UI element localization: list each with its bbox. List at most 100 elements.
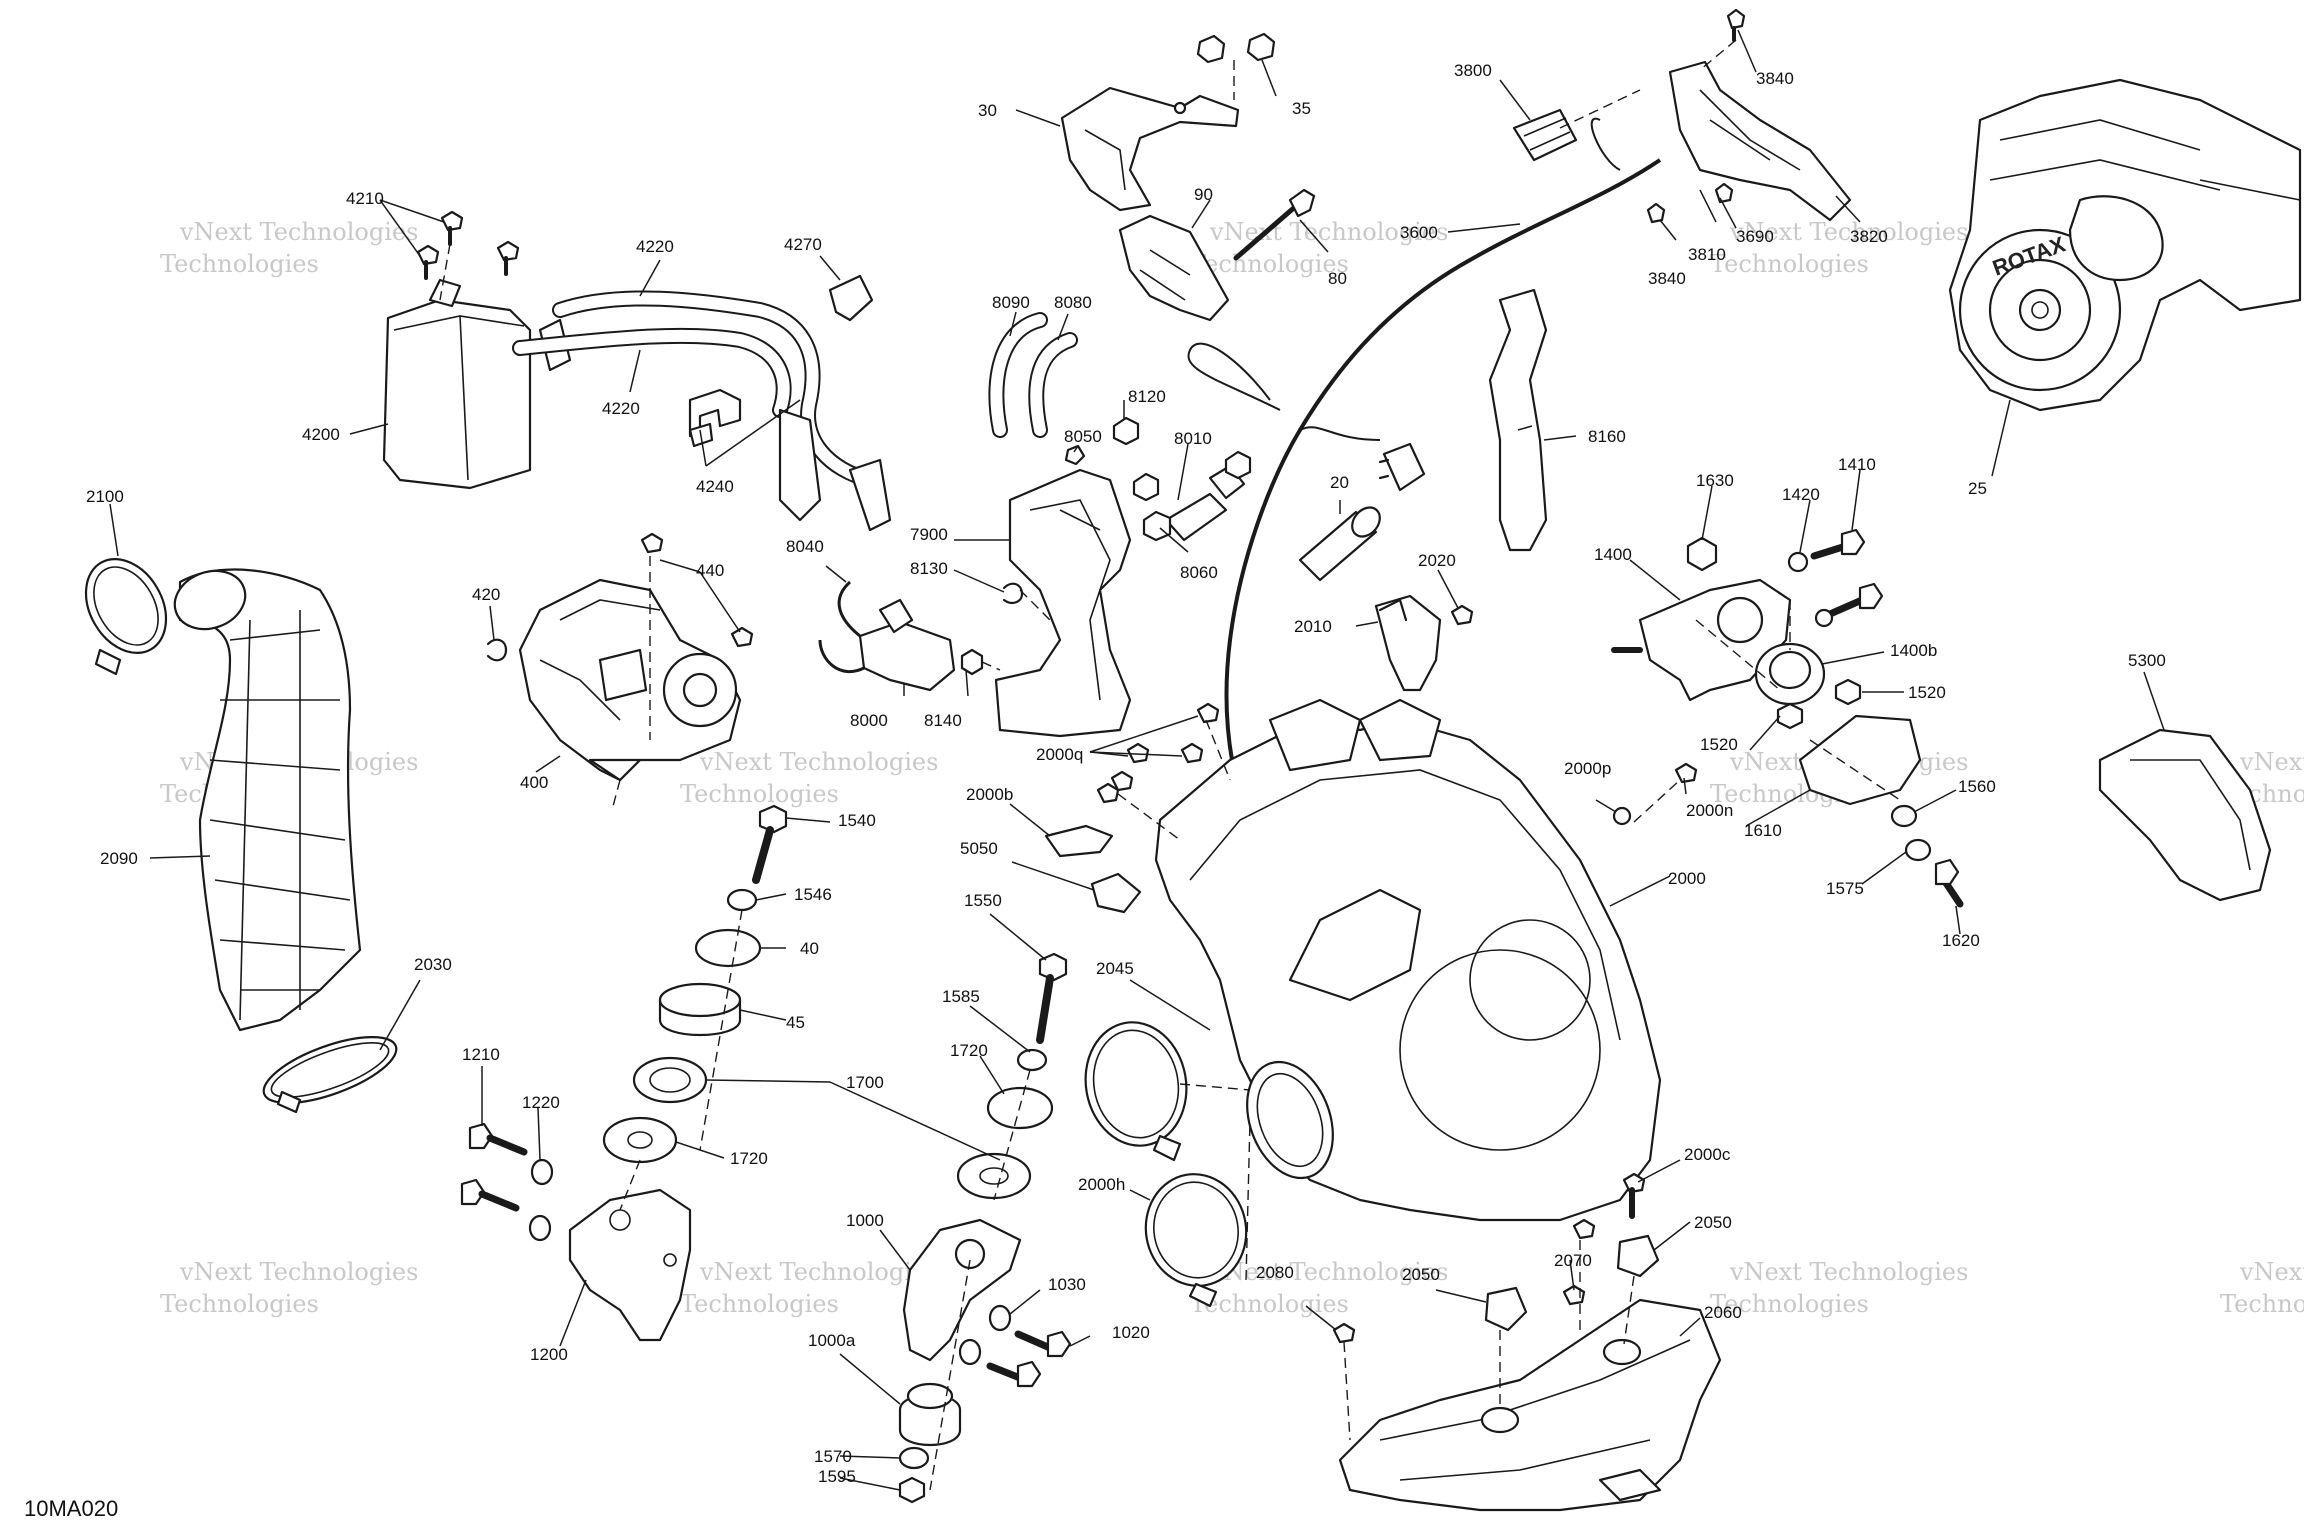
part-cap-8120 [1112, 416, 1160, 502]
callout-8130: 8130 [910, 559, 948, 578]
part-plate-1610 [1798, 714, 1922, 806]
part-washer-1420b [1814, 608, 1834, 628]
part-bolt-80 [1233, 188, 1316, 261]
callout-8010: 8010 [1174, 429, 1212, 448]
watermark: vNext Technologies [2239, 1258, 2304, 1286]
watermark: vNext Technologies [179, 218, 418, 246]
part-screw-2000n [1674, 762, 1698, 784]
callout-2060: 2060 [1704, 1303, 1742, 1322]
callout-8040: 8040 [786, 537, 824, 556]
callout-2000h: 2000h [1078, 1175, 1125, 1194]
part-bracket-1200 [568, 1188, 692, 1342]
part-air-duct-2090 [173, 568, 362, 1032]
part-turbocharger-25: ROTAX [1948, 78, 2302, 412]
callout-8090: 8090 [992, 293, 1030, 312]
part-clamp-2000h [1144, 1173, 1248, 1308]
part-cover-5300 [2098, 728, 2272, 902]
part-harness-3600 [1187, 117, 1662, 761]
part-washer-1220 [528, 1158, 554, 1242]
callout-1575: 1575 [1826, 879, 1864, 898]
part-airbox-2000 [1154, 698, 1662, 1222]
watermark: Technologies [680, 780, 839, 808]
callout-20: 20 [1330, 473, 1349, 492]
part-washer-1585 [1016, 1048, 1048, 1072]
callout-2000n: 2000n [1686, 801, 1733, 820]
watermark: Technologies [1710, 1290, 1869, 1318]
part-stud-2000c [1622, 1172, 1646, 1219]
callout-45: 45 [786, 1013, 805, 1032]
callout-8140: 8140 [924, 711, 962, 730]
callout-1000a: 1000a [808, 1331, 856, 1350]
part-nut-1595 [898, 1476, 926, 1504]
callout-1220: 1220 [522, 1093, 560, 1112]
part-washer-1570 [898, 1446, 930, 1470]
callout-1560: 1560 [1958, 777, 1996, 796]
callout-25: 25 [1968, 479, 1987, 498]
callout-3820: 3820 [1850, 227, 1888, 246]
part-washer-1560 [1890, 804, 1918, 828]
callout-8120: 8120 [1128, 387, 1166, 406]
part-clamp-2045 [1084, 1021, 1188, 1162]
watermark: Technologies [1190, 250, 1349, 278]
part-fitting-8060 [1142, 510, 1172, 542]
part-mount-1400 [1611, 578, 1792, 702]
watermark: vNext Technologies [1729, 218, 1968, 246]
callout-3800: 3800 [1454, 61, 1492, 80]
part-nut-1630 [1686, 536, 1718, 572]
watermark: Technologies [1190, 1290, 1349, 1318]
callout-3840: 3840 [1756, 69, 1794, 88]
part-nut-1520 [1776, 678, 1862, 730]
part-sensor-2010 [1374, 594, 1442, 692]
callout-2050: 2050 [1402, 1265, 1440, 1284]
part-valve-8010 [1164, 450, 1252, 542]
callout-1595: 1595 [818, 1467, 856, 1486]
part-washer-1575 [1904, 838, 1932, 862]
part-ignition-coil-4200 [382, 278, 572, 490]
callout-2070: 2070 [1554, 1251, 1592, 1270]
part-mount-1000a [898, 1382, 962, 1447]
part-clip-4240 [688, 388, 742, 448]
part-bolt-1020 [986, 1330, 1072, 1388]
callout-4220: 4220 [636, 237, 674, 256]
watermark: Technologies [160, 250, 319, 278]
callout-1720: 1720 [950, 1041, 988, 1060]
callout-2000c: 2000c [1684, 1145, 1731, 1164]
callout-8000: 8000 [850, 711, 888, 730]
part-bolt-1410 [1810, 528, 1884, 618]
part-bracket-7900 [994, 468, 1132, 738]
callout-1400b: 1400b [1890, 641, 1937, 660]
callout-440: 440 [696, 561, 724, 580]
part-fitting-8140 [960, 648, 984, 676]
callout-1400: 1400 [1594, 545, 1632, 564]
part-fitting-8050 [1064, 444, 1086, 466]
part-clip-420 [486, 638, 508, 662]
callout-1720: 1720 [730, 1149, 768, 1168]
part-mount-1000 [956, 1152, 1032, 1200]
part-bolt-1550 [1036, 952, 1068, 1044]
part-connector-3800 [1512, 108, 1578, 162]
callout-1020: 1020 [1112, 1323, 1150, 1342]
callout-8060: 8060 [1180, 563, 1218, 582]
part-washer-1420 [1787, 551, 1809, 573]
part-washer-1546 [726, 888, 758, 912]
callout-30: 30 [978, 101, 997, 120]
leader-lines [109, 29, 2165, 1491]
callout-1210: 1210 [462, 1045, 500, 1064]
watermark: Technologies [2220, 1290, 2304, 1318]
callout-7900: 7900 [910, 525, 948, 544]
watermark: Technologies [680, 1290, 839, 1318]
callout-1000: 1000 [846, 1211, 884, 1230]
part-screw-440 [640, 532, 754, 648]
part-hose-8080 [1028, 332, 1078, 438]
callout-5300: 5300 [2128, 651, 2166, 670]
callout-2000q: 2000q [1036, 745, 1083, 764]
callout-1630: 1630 [1696, 471, 1734, 490]
part-washer-2000p [1612, 806, 1632, 826]
callout-80: 80 [1328, 269, 1347, 288]
part-screw-2080 [1332, 1322, 1356, 1344]
callout-2000p: 2000p [1564, 759, 1611, 778]
watermark: vNext Technologies [179, 1258, 418, 1286]
callout-3600: 3600 [1400, 223, 1438, 242]
callout-1520: 1520 [1700, 735, 1738, 754]
callout-420: 420 [472, 585, 500, 604]
